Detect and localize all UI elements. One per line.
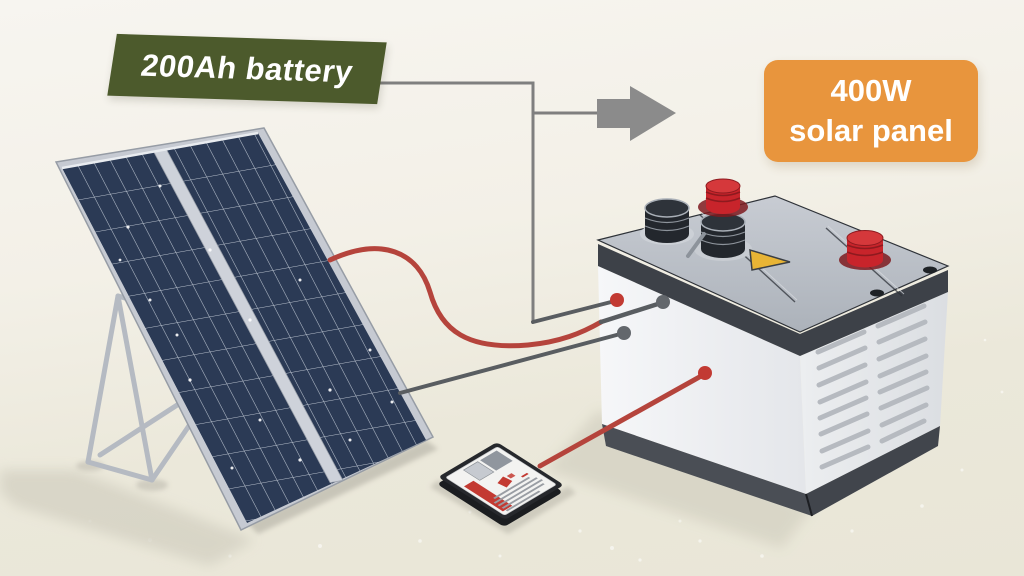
wires [327, 246, 706, 469]
connector-into-red-dot [531, 299, 617, 324]
wire-connector-dots [610, 293, 712, 380]
charge-controller [439, 443, 562, 526]
panel-sparkles [118, 184, 394, 470]
battery-front-base [602, 424, 812, 516]
battery-vent-cap-right [700, 212, 746, 258]
battery-capacity-label: 200Ah battery [107, 33, 387, 105]
wrench-icon [686, 232, 706, 258]
battery-terminal-negative [839, 230, 891, 270]
red-wire-panel-to-battery [327, 246, 604, 349]
battery-capacity-label-text: 200Ah battery [138, 47, 356, 90]
battery [596, 178, 950, 517]
solar-panel-label-line1: 400W [830, 73, 912, 109]
battery-terminal-positive [698, 178, 748, 217]
arrow-right-icon [597, 86, 676, 141]
solar-panel-cells [62, 133, 426, 523]
solar-panel [54, 127, 435, 531]
battery-front-face [598, 266, 806, 494]
solar-panel-wattage-label: 400W solar panel [764, 60, 978, 162]
battery-vent-cap-left [644, 198, 690, 243]
gray-wire-panel-to-battery [398, 331, 626, 395]
label-connector-line [380, 81, 597, 322]
battery-side-base [806, 426, 940, 516]
red-wire-controller-to-battery [537, 372, 706, 469]
solar-panel-label-line2: solar panel [789, 113, 953, 148]
warning-triangle-icon [749, 248, 791, 271]
battery-vent-slots [815, 303, 930, 470]
battery-rim [598, 244, 948, 356]
